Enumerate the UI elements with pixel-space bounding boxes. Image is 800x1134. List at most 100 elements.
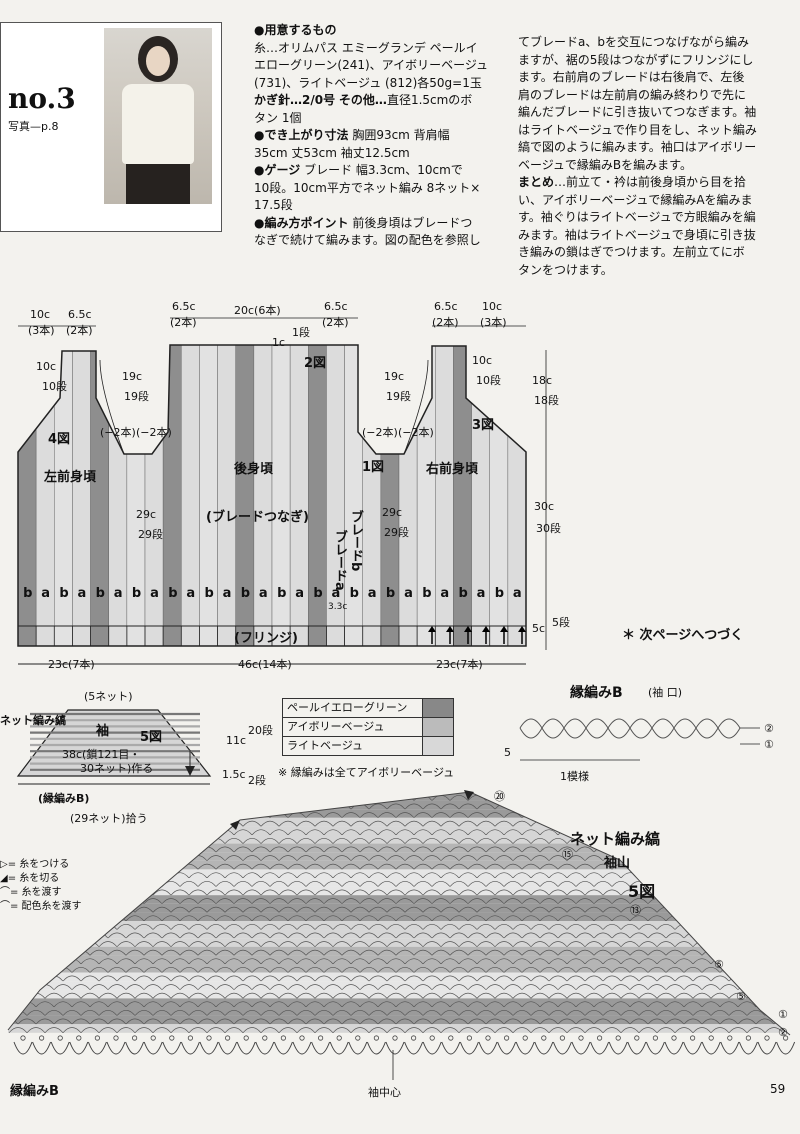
net-loop (341, 863, 361, 870)
net-loop (584, 803, 604, 810)
net-loop (71, 863, 91, 870)
net-loop (638, 992, 658, 999)
net-loop (728, 803, 748, 810)
net-loop (503, 1001, 523, 1008)
finished-line: ●でき上がり寸法 胸囲93cm 背肩幅 (254, 127, 508, 145)
net-loop (620, 1009, 640, 1016)
net-loop (152, 872, 172, 879)
net-loop (422, 803, 442, 810)
net-loop (755, 932, 775, 939)
net-loop (701, 1001, 721, 1008)
net-loop (548, 958, 568, 965)
net-loop (224, 941, 244, 948)
edging-loop (541, 727, 565, 739)
net-loop (260, 889, 280, 896)
net-loop (179, 846, 199, 853)
edging-loop (329, 1041, 349, 1055)
net-loop (611, 880, 631, 887)
stripe-letter: a (331, 586, 341, 601)
net-loop (665, 863, 685, 870)
net-loop (314, 975, 334, 982)
net-loop (449, 1018, 469, 1025)
net-loop (575, 794, 595, 801)
net-loop (755, 846, 775, 853)
net-loop (134, 1009, 154, 1016)
net-loop (350, 1027, 370, 1034)
net-loop (251, 829, 271, 836)
text-line: 肩のブレードは左前肩の編み終わりで先に (518, 87, 747, 102)
dim-label: (3本) (480, 316, 507, 329)
net-loop (737, 1001, 757, 1008)
net-loop (746, 941, 766, 948)
net-loop (35, 812, 55, 819)
net-loop (98, 941, 118, 948)
net-loop (8, 889, 28, 896)
net-loop (674, 906, 694, 913)
net-loop (278, 1009, 298, 1016)
blade-stripe (235, 345, 255, 646)
net-loop (8, 872, 28, 879)
net-loop (89, 794, 109, 801)
net-loop (98, 889, 118, 896)
net-loop (548, 923, 568, 930)
stripe-letter: a (476, 586, 486, 601)
net-loop (575, 932, 595, 939)
net-loop (80, 820, 100, 827)
net-loop (251, 932, 271, 939)
net-loop (242, 889, 262, 896)
net-loop (665, 794, 685, 801)
net-loop (89, 1001, 109, 1008)
net-loop (764, 889, 784, 896)
edging-picot (448, 1035, 454, 1041)
net-loop (440, 803, 460, 810)
text-line: す。袖ぐりはライトベージュで方眼編みを編 (518, 210, 756, 224)
net-loop (512, 941, 532, 948)
net-loop (512, 889, 532, 896)
net-loop (269, 829, 289, 836)
net-loop (323, 915, 343, 922)
net-loop (305, 1018, 325, 1025)
net-loop (692, 1009, 712, 1016)
edging-loop (13, 1041, 33, 1055)
net-loop (260, 872, 280, 879)
net-loop (35, 915, 55, 922)
net-loop (35, 829, 55, 836)
net-loop (503, 880, 523, 887)
net-loop (170, 803, 190, 810)
blade-width-label: 3.3c (328, 602, 348, 612)
net-loop (494, 1009, 514, 1016)
net-loop (26, 889, 46, 896)
net-loop (755, 949, 775, 956)
net-loop (341, 880, 361, 887)
net-loop (197, 863, 217, 870)
net-loop (314, 923, 334, 930)
net-loop (737, 1018, 757, 1025)
net-loop (449, 984, 469, 991)
net-loop (332, 923, 352, 930)
edging-loop (629, 718, 653, 729)
net-loop (602, 872, 622, 879)
net-loop (224, 837, 244, 844)
net-loop (233, 1018, 253, 1025)
net-loop (404, 958, 424, 965)
net-loop (233, 898, 253, 905)
net-loop (593, 812, 613, 819)
net-loop (152, 992, 172, 999)
net-loop (161, 829, 181, 836)
stripe-letter: b (95, 586, 105, 601)
net-loop (8, 923, 28, 930)
net-loop (377, 966, 397, 973)
net-loop (377, 915, 397, 922)
net-loop (674, 941, 694, 948)
net-loop (710, 1027, 730, 1034)
continued-note: ＊ 次ページへつづく (622, 628, 744, 643)
net-loop (683, 1001, 703, 1008)
net-loop (467, 846, 487, 853)
net-loop (629, 966, 649, 973)
net-loop (728, 958, 748, 965)
net-loop (647, 949, 667, 956)
net-loop (53, 863, 73, 870)
net-loop (233, 966, 253, 973)
net-loop (593, 932, 613, 939)
net-loop (224, 923, 244, 930)
